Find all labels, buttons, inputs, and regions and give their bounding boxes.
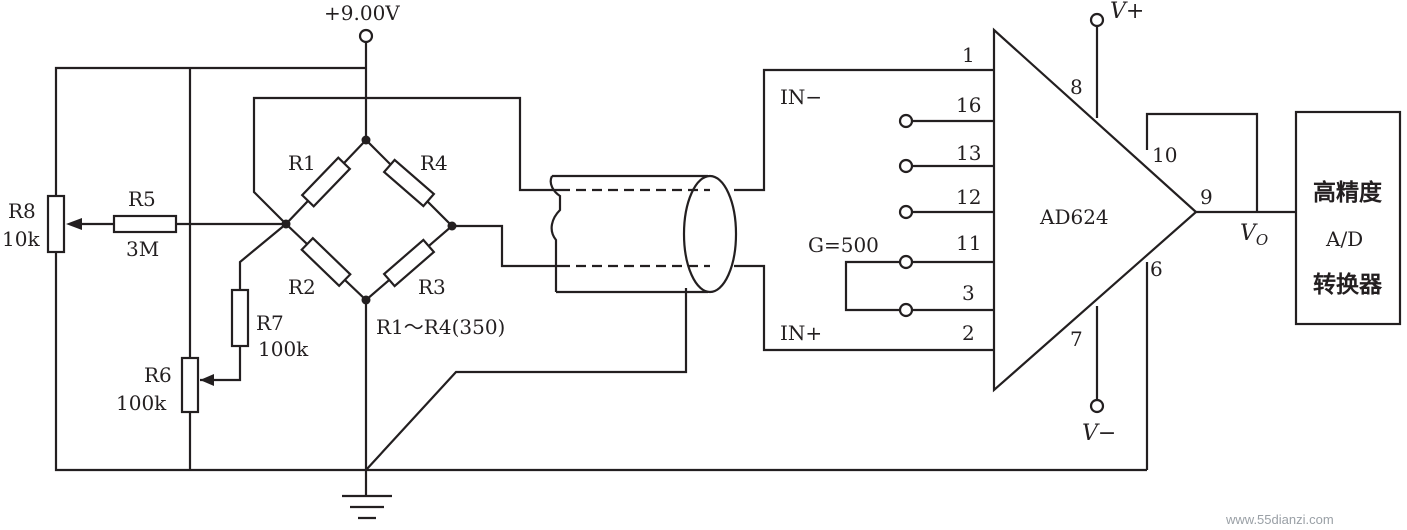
in-minus-label: IN− bbox=[780, 85, 822, 109]
amplifier-ad624 bbox=[992, 27, 1198, 393]
r6-value: 100k bbox=[116, 391, 167, 415]
resistor-r5 bbox=[112, 214, 178, 234]
r5-value: 3M bbox=[126, 237, 159, 261]
resistor-r1 bbox=[300, 156, 352, 208]
terminals bbox=[358, 12, 1105, 414]
r8-label: R8 bbox=[8, 199, 36, 223]
pin-1: 1 bbox=[962, 43, 975, 67]
resistor-r2 bbox=[300, 236, 352, 288]
bridge-note: R1～R4(350) bbox=[376, 315, 505, 339]
adc-box bbox=[1294, 110, 1402, 326]
r2-label: R2 bbox=[288, 275, 316, 299]
wiring bbox=[54, 26, 1296, 520]
vo-label: VO bbox=[1240, 221, 1268, 249]
r4-label: R4 bbox=[420, 151, 448, 175]
amp-name: AD624 bbox=[1039, 205, 1109, 229]
supply-label: +9.00V bbox=[324, 1, 400, 25]
adc-line-3: 转换器 bbox=[1313, 271, 1383, 298]
vplus-label: V+ bbox=[1110, 0, 1144, 24]
pin-12: 12 bbox=[956, 185, 981, 209]
pin-2: 2 bbox=[962, 321, 975, 345]
adc-line-1: 高精度 bbox=[1313, 179, 1383, 206]
junctions bbox=[281, 135, 457, 305]
r5-label: R5 bbox=[128, 187, 156, 211]
r6-wiper-arrow bbox=[200, 374, 214, 386]
resistor-r3 bbox=[382, 238, 436, 288]
resistor-r7 bbox=[230, 288, 250, 348]
shielded-cable bbox=[549, 174, 738, 294]
pin-9: 9 bbox=[1200, 185, 1213, 209]
pin-6: 6 bbox=[1150, 257, 1163, 281]
r3-label: R3 bbox=[418, 275, 446, 299]
pin-10: 10 bbox=[1152, 143, 1177, 167]
pin-8: 8 bbox=[1070, 75, 1083, 99]
watermark: www.55dianzi.com bbox=[1225, 512, 1334, 527]
pin-13: 13 bbox=[956, 141, 981, 165]
vminus-label: V− bbox=[1082, 421, 1116, 446]
potentiometer-r6 bbox=[180, 356, 200, 414]
potentiometer-r8 bbox=[46, 194, 66, 254]
adc-line-2: A/D bbox=[1325, 227, 1363, 251]
pin-3: 3 bbox=[962, 281, 975, 305]
r8-value: 10k bbox=[2, 227, 40, 251]
r7-value: 100k bbox=[258, 337, 309, 361]
pin-16: 16 bbox=[956, 93, 981, 117]
r6-label: R6 bbox=[144, 363, 172, 387]
r7-label: R7 bbox=[256, 311, 284, 335]
resistor-r4 bbox=[382, 158, 436, 208]
gain-label: G=500 bbox=[808, 233, 879, 257]
pin-11: 11 bbox=[956, 231, 981, 255]
in-plus-label: IN+ bbox=[780, 321, 822, 345]
r1-label: R1 bbox=[288, 151, 316, 175]
pin-7: 7 bbox=[1070, 327, 1083, 351]
r8-wiper-arrow bbox=[66, 218, 82, 230]
